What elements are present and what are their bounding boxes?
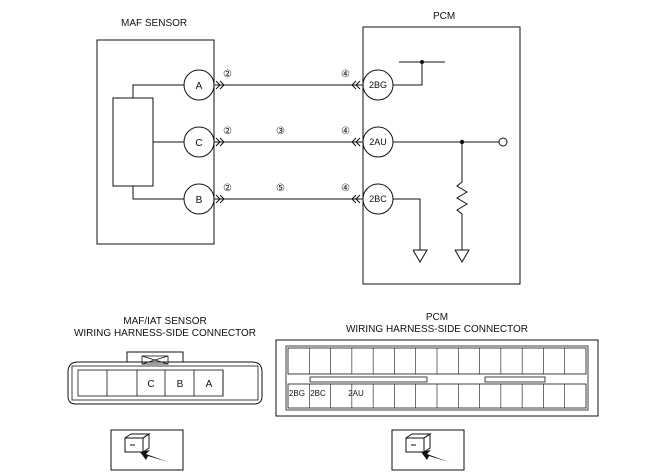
pcm-terminal-2au: 2AU bbox=[362, 126, 394, 158]
pcm-side-connector-marks bbox=[351, 80, 361, 204]
pcm-connector-face bbox=[275, 339, 599, 417]
note-wire-b: ⑤ bbox=[276, 183, 285, 194]
note-pcm-connector-2au: ④ bbox=[341, 126, 350, 137]
maf-connector-pin-b: B bbox=[177, 379, 184, 390]
sensing-element bbox=[112, 97, 154, 187]
reference-terminal bbox=[498, 137, 508, 147]
maf-connector-pin-a: A bbox=[206, 379, 213, 390]
sensor-side-connector-marks bbox=[215, 80, 225, 204]
pcm-connector-title-line1: PCM bbox=[426, 312, 448, 323]
pcm-connector-pin-2bc: 2BC bbox=[310, 389, 326, 398]
resistor-symbol bbox=[456, 181, 468, 215]
pcm-connector-pin-2au: 2AU bbox=[348, 389, 364, 398]
note-pcm-connector-2bg: ④ bbox=[341, 69, 350, 80]
junction-dot bbox=[420, 60, 424, 64]
svg-text:2BG: 2BG bbox=[369, 80, 387, 90]
note-sensor-connector-a: ② bbox=[223, 69, 232, 80]
ground-icon bbox=[412, 249, 428, 263]
element-lead-a bbox=[132, 84, 184, 98]
maf-sensor-title: MAF SENSOR bbox=[121, 18, 187, 29]
pcm-title: PCM bbox=[433, 11, 455, 22]
sensor-pin-b: B bbox=[183, 183, 215, 215]
svg-text:B: B bbox=[196, 195, 203, 206]
pcm-connector-pin-2bg: 2BG bbox=[289, 389, 305, 398]
pcm-2bc-lead bbox=[393, 198, 421, 250]
svg-text:2BC: 2BC bbox=[369, 194, 387, 204]
pcm-box bbox=[362, 26, 521, 285]
probe-icon bbox=[110, 429, 184, 471]
sensor-pin-c: C bbox=[183, 126, 215, 158]
note-wire-c: ③ bbox=[276, 126, 285, 137]
maf-connector-face bbox=[67, 351, 263, 405]
svg-text:C: C bbox=[195, 138, 202, 149]
ground-icon bbox=[454, 249, 470, 263]
maf-connector-pin-c: C bbox=[147, 379, 154, 390]
pcm-2bg-lead bbox=[393, 62, 423, 86]
probe-icon bbox=[391, 429, 465, 471]
element-lead-b bbox=[132, 186, 184, 200]
maf-connector-title-line2: WIRING HARNESS-SIDE CONNECTOR bbox=[74, 328, 256, 339]
sensor-pin-a: A bbox=[183, 69, 215, 101]
pcm-terminal-2bc: 2BC bbox=[362, 183, 394, 215]
note-sensor-connector-c: ② bbox=[223, 126, 232, 137]
note-sensor-connector-b: ② bbox=[223, 183, 232, 194]
pcm-connector-title-line2: WIRING HARNESS-SIDE CONNECTOR bbox=[346, 324, 528, 335]
svg-text:A: A bbox=[196, 81, 203, 92]
maf-connector-title-line1: MAF/IAT SENSOR bbox=[123, 316, 207, 327]
svg-text:2AU: 2AU bbox=[369, 137, 387, 147]
pcm-terminal-2bg: 2BG bbox=[362, 69, 394, 101]
note-pcm-connector-2bc: ④ bbox=[341, 183, 350, 194]
